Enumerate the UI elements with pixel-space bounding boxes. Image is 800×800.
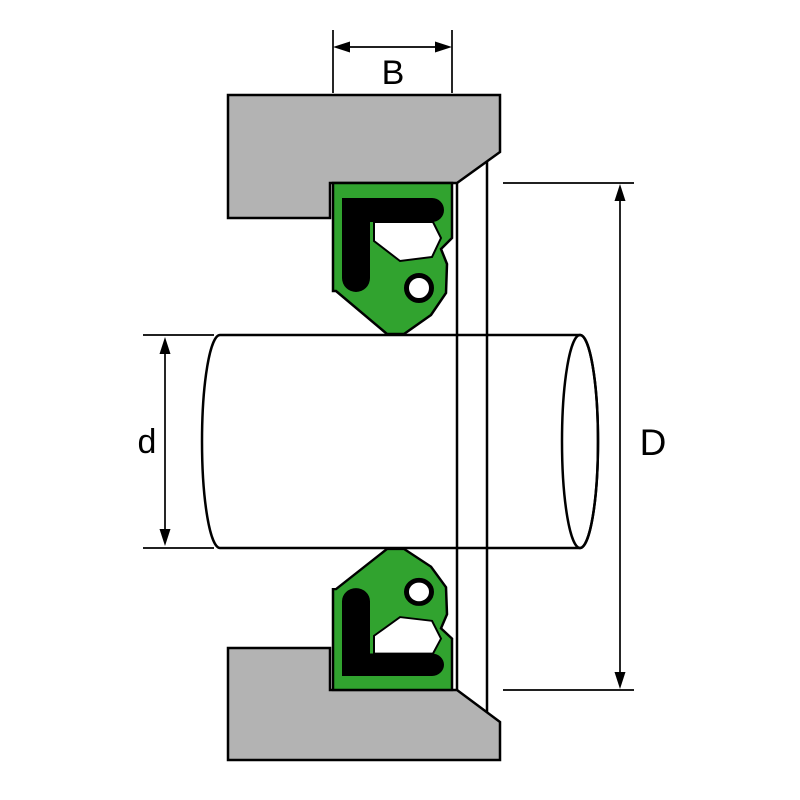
dim-b-arrowhead-left xyxy=(333,41,350,53)
dim-b-arrowhead-right xyxy=(435,41,452,53)
dim-d-arrowhead-top xyxy=(159,337,171,354)
label-bore-diameter: D xyxy=(640,422,667,463)
seal-top xyxy=(331,181,454,336)
shaft-end-face xyxy=(560,333,600,550)
housing xyxy=(226,93,502,762)
seal-garter-spring xyxy=(404,273,434,303)
label-seal-width: B xyxy=(382,54,405,92)
dim-D-arrowhead-bottom xyxy=(614,672,626,689)
shaft-body xyxy=(200,333,600,550)
dim-D-arrowhead-top xyxy=(614,184,626,201)
label-shaft-diameter: d xyxy=(138,423,157,461)
seal-bottom xyxy=(333,549,452,690)
shaft xyxy=(200,333,600,550)
dimension-shaft-diameter: d xyxy=(138,334,214,549)
dimension-bore-diameter: D xyxy=(503,182,667,691)
dim-d-arrowhead-bottom xyxy=(159,529,171,546)
dimension-seal-width: B xyxy=(332,30,453,93)
seal-air-recess xyxy=(373,221,443,263)
